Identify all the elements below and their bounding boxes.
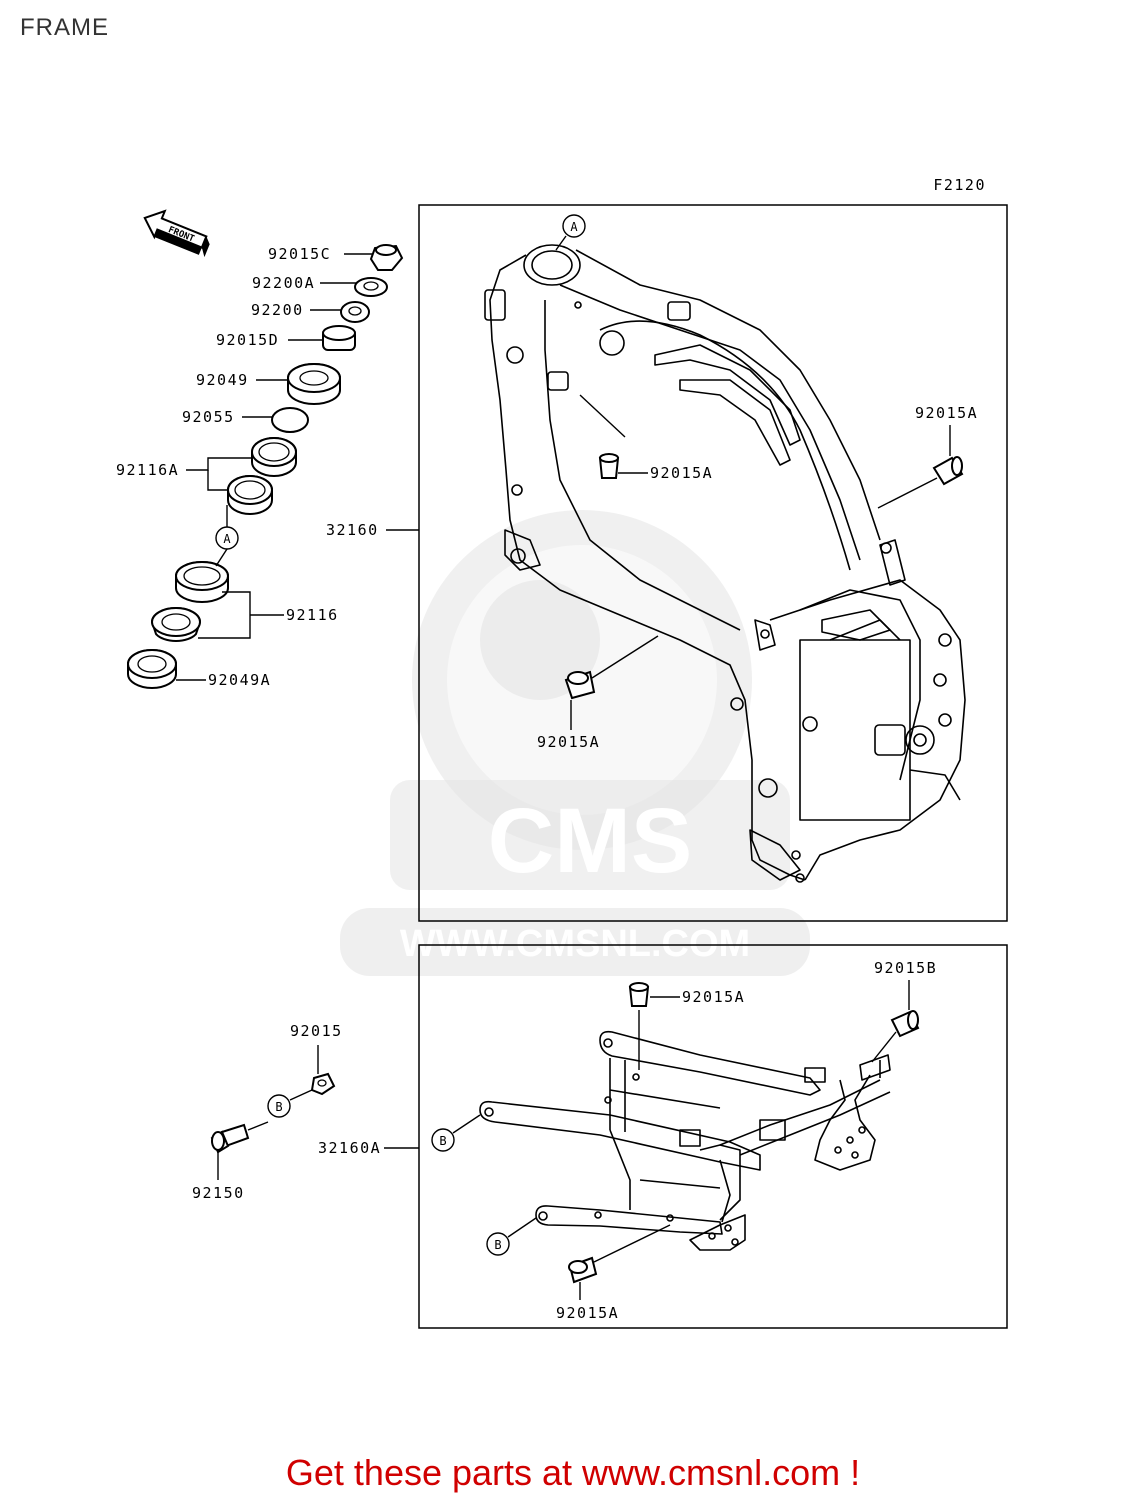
leader-lines-left [176, 253, 372, 681]
promo-link[interactable]: Get these parts at www.cmsnl.com ! [0, 1452, 1146, 1494]
bearing-race-92116-part [175, 561, 229, 603]
parts-diagram: CMS WWW.CMSNL.COM F2120 FRONT [116, 176, 1008, 1329]
seal-92049-part [287, 363, 341, 405]
collar-92015A-right-part [932, 456, 964, 486]
watermark-brand: CMS [488, 790, 692, 892]
callout-92015: 92015 [290, 1022, 343, 1040]
subframe-32160A [479, 1030, 891, 1251]
washer-92200-part [340, 301, 370, 323]
washer-92200A-part [354, 277, 388, 297]
marker-b-bolt [267, 1094, 291, 1118]
main-frame-32160 [484, 244, 966, 883]
marker-b-subframe-upper-label: B [439, 1134, 446, 1148]
nut-92015C-part [369, 244, 404, 271]
callout-92015A-5: 92015A [556, 1304, 619, 1322]
marker-a-frame-label: A [570, 220, 578, 234]
page-title: FRAME [20, 14, 109, 41]
collar-92015A-upper-part [598, 453, 620, 479]
marker-a-frame [562, 214, 586, 238]
callout-92049A: 92049A [208, 671, 271, 689]
marker-a-steering-label: A [223, 532, 231, 546]
callout-92015D: 92015D [216, 331, 279, 349]
marker-b-subframe-lower-label: B [494, 1238, 501, 1252]
callout-32160A: 32160A [318, 1139, 381, 1157]
main-frame-box [418, 204, 1008, 922]
callout-92015C: 92015C [268, 245, 331, 263]
o-ring-92055-part [271, 407, 309, 433]
watermark-url: WWW.CMSNL.COM [400, 923, 750, 965]
callout-92049: 92049 [196, 371, 249, 389]
marker-b-bolt-label: B [275, 1100, 282, 1114]
bearing-race-92116A-lower-part [227, 475, 273, 515]
callout-92200A: 92200A [252, 274, 315, 292]
callout-92015A-2: 92015A [915, 404, 978, 422]
marker-b-subframe-lower [486, 1232, 510, 1256]
callout-92055: 92055 [182, 408, 235, 426]
callout-92015A-4: 92015A [682, 988, 745, 1006]
callout-32160: 32160 [326, 521, 379, 539]
callout-92015A-3: 92015A [537, 733, 600, 751]
tapered-bearing-92116-part [150, 607, 202, 642]
diagram-code: F2120 [933, 176, 986, 194]
seal-92049A-part [127, 649, 177, 689]
callout-92015B: 92015B [874, 959, 937, 977]
marker-b-subframe-upper [431, 1128, 455, 1152]
callout-92200: 92200 [251, 301, 304, 319]
collar-92015A-subframe-bottom-part [568, 1256, 598, 1284]
callout-92116: 92116 [286, 606, 339, 624]
bearing-race-92116A-upper-part [251, 437, 297, 477]
promo-link-text[interactable]: Get these parts at www.cmsnl.com ! [285, 1452, 861, 1493]
collar-92015A-lower-part [564, 670, 596, 700]
nut-92015-part [310, 1072, 336, 1096]
bolt-92150-part [210, 1123, 250, 1154]
steering-parts [127, 244, 404, 689]
callout-92116A: 92116A [116, 461, 179, 479]
callout-92150: 92150 [192, 1184, 245, 1202]
subframe-box [418, 944, 1008, 1329]
collar-92015A-subframe-top-part [628, 982, 650, 1007]
collar-92015B-part [890, 1010, 920, 1038]
nut-92015D-part [322, 325, 356, 351]
front-arrow-icon: FRONT [143, 209, 210, 258]
callout-92015A-1: 92015A [650, 464, 713, 482]
marker-a-steering [215, 526, 239, 550]
